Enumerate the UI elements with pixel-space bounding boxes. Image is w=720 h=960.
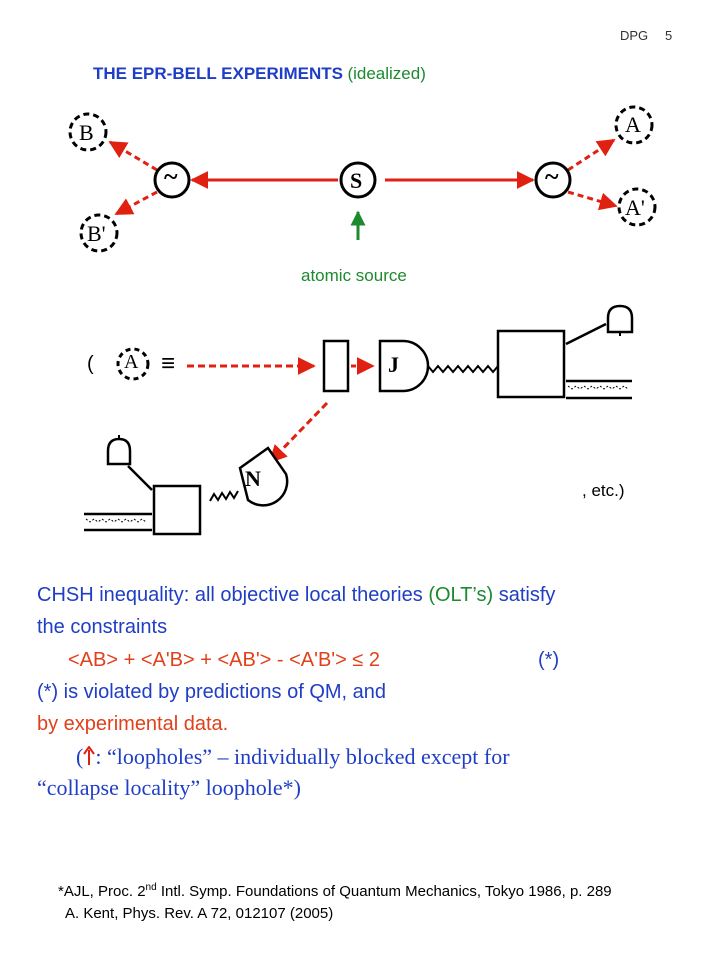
chsh-inequality-mark: (*) (538, 649, 560, 671)
chsh-inequality: <AB> + <A'B> + <AB'> - <A'B'> ≤ 2 (68, 649, 381, 671)
pointer-left (127, 465, 153, 491)
chsh-line-1: CHSH inequality: all objective local the… (37, 581, 555, 609)
source-caption: atomic source (301, 266, 407, 285)
pointer-right (565, 322, 607, 346)
detector-B-prime (79, 213, 119, 253)
detector-N (238, 446, 289, 507)
slide-title: THE EPR-BELL EXPERIMENTS (idealized) (93, 64, 426, 84)
loophole-line-2: “collapse locality” loophole*) (37, 775, 301, 800)
apparatus-box-right (496, 329, 566, 399)
source-circle (339, 161, 377, 199)
bell-right (606, 304, 634, 334)
detector-N-label: N (245, 466, 261, 491)
footnote-2: A. Kent, Phys. Rev. A 72, 012107 (2005) (65, 905, 334, 922)
title-main: THE EPR-BELL EXPERIMENTS (93, 64, 343, 83)
apparatus-diagram (84, 304, 634, 536)
analyzer-right (534, 161, 572, 199)
apparatus-box-left (152, 484, 202, 536)
detector-A-prime (617, 187, 657, 227)
chsh-line-2: the constraints (37, 616, 168, 638)
epr-diagram-top (68, 105, 657, 253)
loophole-line-1: ( : “loopholes” – individually blocked ex… (76, 743, 510, 771)
olt-label: (OLT’s) (428, 584, 494, 606)
slide-header-left: DPG (620, 28, 649, 43)
beam-splitter (322, 339, 350, 393)
bell-left (106, 437, 132, 466)
detector-A (614, 105, 654, 145)
arrow-to-B (108, 140, 158, 172)
chsh-line-4: (*) is violated by predictions of QM, an… (37, 681, 387, 703)
detector-B (68, 112, 108, 152)
open-paren: ( (87, 353, 94, 375)
detector-J-label: J (388, 352, 399, 377)
detector-B-label: B (79, 120, 94, 145)
detector-A-small (116, 347, 150, 381)
detector-B-prime-label: B' (87, 221, 106, 246)
source-label: S (350, 168, 363, 193)
up-arrow-icon (83, 746, 96, 765)
chsh-line-1b: satisfy (493, 584, 556, 606)
analyzer-left (153, 161, 191, 199)
footnote-1b: Intl. Symp. Foundations of Quantum Mecha… (156, 883, 612, 900)
arrow-to-N (268, 401, 329, 464)
chsh-line-1a: CHSH inequality: all objective local the… (37, 584, 429, 606)
slide-number: 5 (665, 28, 673, 43)
tilde-left-label: ~ (164, 162, 178, 191)
detector-A-small-label: A (124, 351, 139, 373)
detector-A-label: A (625, 112, 641, 137)
tilde-right-label: ~ (545, 162, 559, 191)
wire-J (427, 364, 504, 374)
arrow-to-A (567, 138, 616, 172)
detector-A-prime-label: A' (625, 195, 645, 220)
footnote-1a: *AJL, Proc. 2 (58, 883, 146, 900)
wire-N (209, 490, 239, 502)
arrow-to-B-prime (114, 190, 158, 216)
footnote-1-sup: nd (145, 882, 157, 893)
equiv-sign: ≡ (161, 350, 176, 377)
title-sub: (idealized) (347, 64, 426, 83)
detector-J (378, 339, 430, 393)
chsh-line-5: by experimental data. (37, 713, 229, 735)
arrow-to-A-prime (567, 190, 618, 211)
loophole-open-paren: ( (76, 744, 84, 769)
etc-label: , etc.) (582, 481, 625, 500)
footnote-1: *AJL, Proc. 2nd Intl. Symp. Foundations … (58, 882, 612, 901)
loophole-text: : “loopholes” – individually blocked exc… (95, 744, 510, 769)
